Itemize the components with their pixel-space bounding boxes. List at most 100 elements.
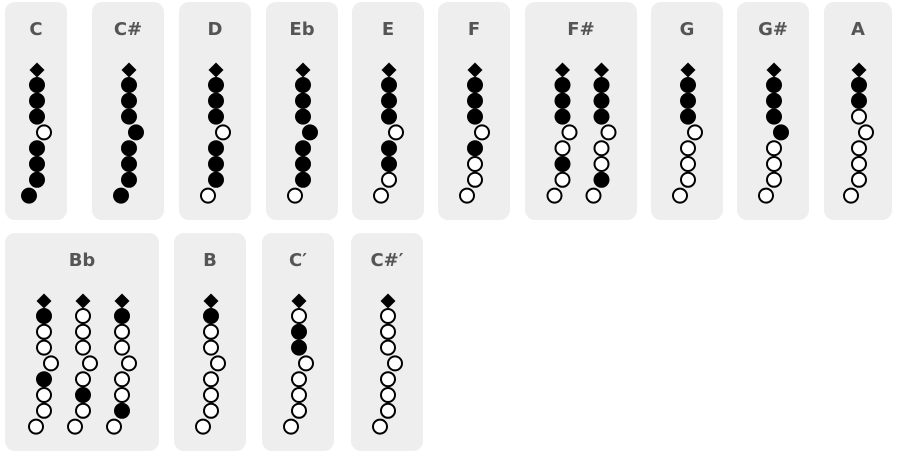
open-hole-icon [554,140,571,157]
closed-hole-icon [29,171,45,188]
closed-hole-icon [467,108,483,125]
open-hole-icon [459,187,475,204]
closed-hole-icon [291,339,307,356]
open-hole-icon [758,187,774,204]
open-hole-icon [36,387,52,403]
closed-hole-icon [113,187,129,204]
open-hole-icon [380,308,396,324]
closed-hole-icon [208,77,224,93]
fingering-card: C#′ [351,233,423,451]
closed-hole-icon [554,156,571,172]
closed-hole-icon [554,108,571,125]
fingering-card: Eb [266,2,338,220]
closed-hole-icon [203,308,219,324]
closed-hole-icon [302,124,318,141]
thumb-key-icon [295,62,311,78]
open-hole-icon [195,418,211,435]
open-hole-icon [36,402,52,419]
open-hole-icon [75,323,91,340]
thumb-key-icon [121,62,137,78]
fingering-diagram [546,62,617,204]
open-hole-icon [380,371,396,388]
fingering-diagram [373,62,404,204]
open-hole-icon [114,339,130,356]
thumb-key-icon [291,293,307,309]
open-hole-icon [561,124,578,141]
fingering-card: C [5,2,67,220]
open-hole-icon [203,371,219,388]
fingering-diagram [459,62,490,204]
closed-hole-icon [29,108,45,125]
closed-hole-icon [680,92,696,109]
open-hole-icon [203,387,219,403]
open-hole-icon [114,387,130,403]
open-hole-icon [593,140,610,157]
fingering-card: F [438,2,510,220]
open-hole-icon [467,156,483,172]
open-hole-icon [546,187,563,204]
fingering-diagram [113,62,144,204]
open-hole-icon [121,355,137,372]
closed-hole-icon [128,124,144,141]
open-hole-icon [585,187,602,204]
closed-hole-icon [851,77,867,93]
closed-hole-icon [766,108,782,125]
closed-hole-icon [554,92,571,109]
open-hole-icon [843,187,859,204]
closed-hole-icon [295,171,311,188]
open-hole-icon [114,323,130,340]
closed-hole-icon [467,77,483,93]
closed-hole-icon [680,77,696,93]
open-hole-icon [75,402,91,419]
closed-hole-icon [381,108,397,125]
closed-hole-icon [680,108,696,125]
closed-hole-icon [295,140,311,157]
fingering-card: E [352,2,424,220]
closed-hole-icon [593,92,610,109]
closed-hole-icon [29,140,45,157]
closed-hole-icon [29,156,45,172]
open-hole-icon [43,355,59,372]
closed-hole-icon [208,92,224,109]
open-hole-icon [75,339,91,356]
open-hole-icon [388,124,404,141]
note-label: A [851,19,865,40]
closed-hole-icon [208,108,224,125]
thumb-key-icon [208,62,224,78]
closed-hole-icon [36,371,52,388]
open-hole-icon [766,140,782,157]
fingering-card: D [179,2,251,220]
closed-hole-icon [29,92,45,109]
closed-hole-icon [121,108,137,125]
closed-hole-icon [75,387,91,403]
closed-hole-icon [121,140,137,157]
open-hole-icon [114,371,130,388]
fingering-diagram [672,62,703,204]
closed-hole-icon [773,124,789,141]
open-hole-icon [36,124,52,141]
open-hole-icon [851,108,867,125]
open-hole-icon [467,171,483,188]
open-hole-icon [215,124,231,141]
open-hole-icon [287,187,303,204]
open-hole-icon [672,187,688,204]
closed-hole-icon [121,171,137,188]
open-hole-icon [474,124,490,141]
open-hole-icon [380,387,396,403]
fingering-card: C# [92,2,164,220]
open-hole-icon [380,402,396,419]
open-hole-icon [387,355,403,372]
closed-hole-icon [295,156,311,172]
closed-hole-icon [295,108,311,125]
note-label: F# [567,19,595,40]
closed-hole-icon [21,187,37,204]
thumb-key-icon [680,62,696,78]
thumb-key-icon [851,62,867,78]
thumb-key-icon [594,62,609,78]
closed-hole-icon [467,140,483,157]
note-label: G [679,19,695,40]
closed-hole-icon [766,92,782,109]
thumb-key-icon [467,62,483,78]
closed-hole-icon [593,77,610,93]
closed-hole-icon [291,323,307,340]
